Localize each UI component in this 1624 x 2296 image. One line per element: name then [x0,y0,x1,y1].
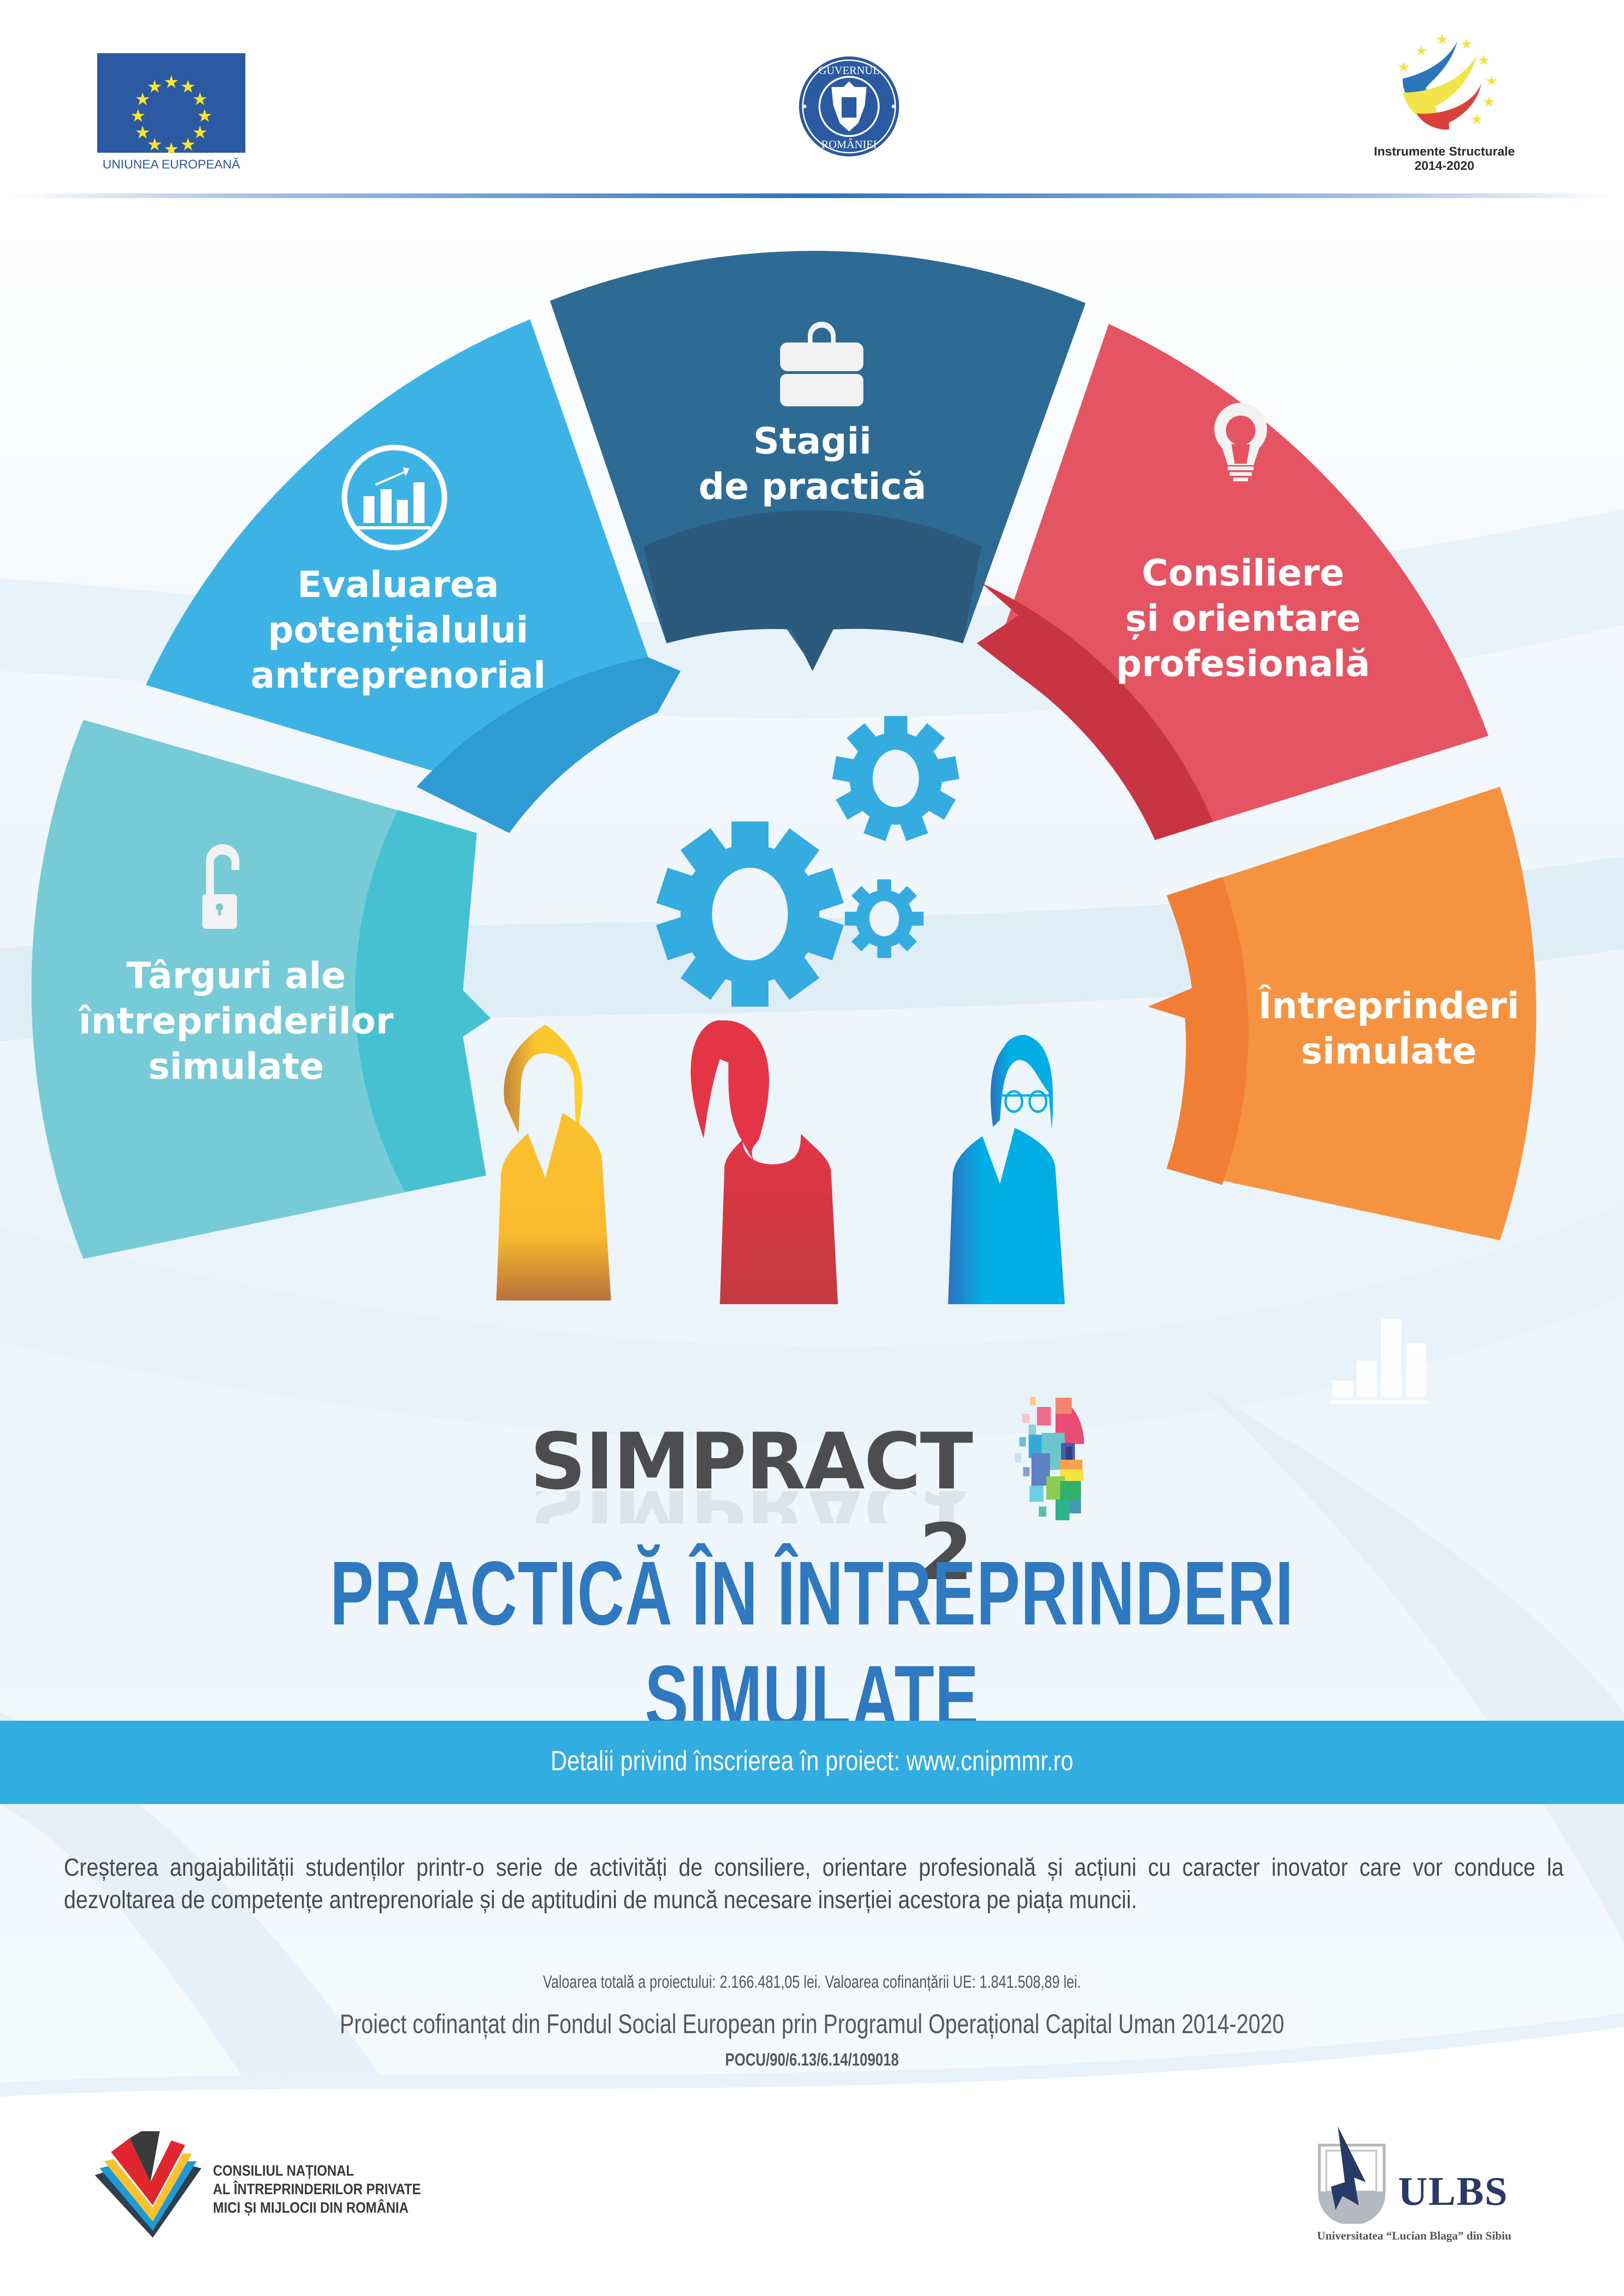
instrumente-structurale-logo: ★★★ ★★★ ★★ [1384,28,1505,134]
project-description: Creșterea angajabilității studenților pr… [64,1854,1564,1914]
is-label-line1: Instrumente Structurale [1374,144,1515,158]
page-subtitle: PRACTICĂ ÎN ÎNTREPRINDERI SIMULATE [330,1543,1294,1748]
segment-label-intreprinderi: Întreprinderi simulate [1258,985,1519,1072]
svg-text:★: ★ [147,134,162,153]
svg-text:★: ★ [1415,43,1428,59]
ulbs-acronym: ULBS [1398,2169,1508,2214]
segment-consiliere [977,324,1488,840]
instrumente-structurale-label: Instrumente Structurale 2014-2020 [1361,144,1528,173]
svg-text:★: ★ [1483,94,1495,110]
activities-wheel [31,251,1537,1304]
svg-text:★: ★ [1486,73,1498,89]
person-man-glasses-blue [948,1035,1065,1304]
svg-text:★: ★ [192,122,208,143]
svg-text:★: ★ [135,89,150,109]
eu-logo-label: UNIUNEA EUROPEANĂ [102,157,240,171]
svg-text:★: ★ [1398,59,1410,75]
is-label-line2: 2014-2020 [1414,159,1474,173]
svg-text:★: ★ [1478,52,1490,68]
medium-gear-icon [832,716,960,841]
cnipmmr-logo [95,2131,201,2238]
glasses-icon [1000,1090,1052,1113]
project-title-reflection: SIMPRACT 2 [509,1491,972,1524]
ulbs-full-name: Universitatea “Lucian Blaga” din Sibiu [1317,2230,1512,2242]
small-gear-icon [845,879,924,958]
project-value: Valoarea totală a proiectului: 2.166.481… [543,1972,1081,1992]
header-divider [9,193,1615,198]
svg-text:★: ★ [135,122,150,143]
svg-text:★: ★ [197,106,212,126]
svg-text:★: ★ [130,106,146,126]
lightbulb-icon [1214,403,1267,481]
segment-label-targuri: Târguri ale întreprinderilor simulate [78,955,394,1088]
pixel-head-logo [1015,1397,1084,1520]
gears-icon [656,716,960,1007]
project-code: POCU/90/6.13/6.14/109018 [725,2050,899,2070]
bar-chart-watermark-icon [1331,1319,1428,1404]
svg-text:ROMÂNIEI: ROMÂNIEI [821,139,877,151]
svg-text:★: ★ [1471,112,1483,128]
eu-flag-logo: ★ ★ ★ ★ ★ ★ ★ ★ ★ ★ ★ ★ [97,53,245,159]
svg-text:★: ★ [180,76,196,97]
segment-label-evaluarea: Evaluarea potențialului antreprenorial [250,564,546,697]
project-title: SIMPRACT 2 [530,1416,973,1598]
person-woman-red [691,1020,838,1304]
bar-chart-growth-icon [342,445,447,550]
funding-program: Proiect cofinanțat din Fondul Social Eur… [339,2009,1285,2039]
segment-stagii [550,251,1086,671]
briefcase-icon [780,322,863,406]
segment-label-stagii: Stagii de practică [699,421,926,508]
svg-text:★: ★ [180,134,196,153]
cnipmmr-name: CONSILIUL NAȚIONAL AL ÎNTREPRINDERILOR P… [213,2162,421,2216]
info-band [0,1721,1624,1804]
large-gear-icon [656,821,844,1007]
segment-intreprinderi [1148,787,1537,1240]
person-man-yellow [496,1025,611,1300]
segment-targuri [31,720,491,1259]
guvernul-romaniei-logo: GUVERNUL ROMÂNIEI [797,55,901,159]
segment-evaluarea [146,319,681,833]
svg-text:★: ★ [192,89,208,109]
unlocked-padlock-icon [202,844,239,929]
svg-text:★: ★ [147,76,162,97]
segment-label-consiliere: Consiliere și orientare profesională [1116,553,1370,685]
svg-text:★: ★ [163,72,179,92]
svg-text:GUVERNUL: GUVERNUL [818,65,880,77]
registration-link[interactable]: Detalii privind înscrierea în proiect: w… [550,1745,1074,1776]
ulbs-crest-logo [1318,2127,1386,2224]
svg-text:★: ★ [1461,36,1473,52]
svg-text:★: ★ [1436,31,1449,48]
